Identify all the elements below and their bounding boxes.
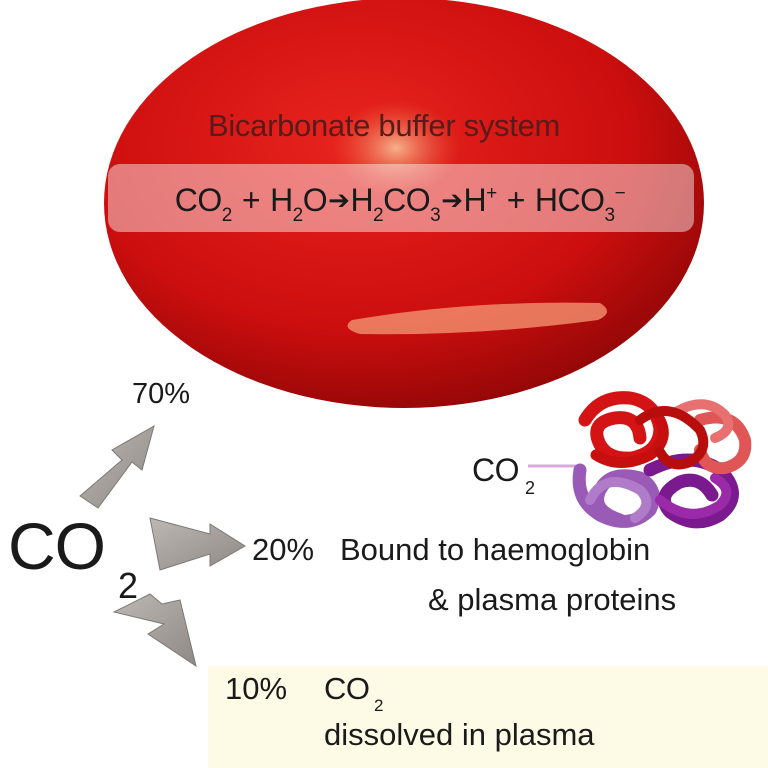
eq-arrow-right-icon-2: ➔: [441, 184, 463, 215]
hemoglobin-molecule-icon: [528, 391, 752, 529]
source-co2-label: CO: [8, 509, 106, 583]
bicarbonate-equation: CO2 + H2O ➔ H2CO3 ➔ H+ + HCO3−: [110, 170, 690, 230]
hemoglobin-co2-subscript: 2: [525, 478, 536, 498]
dissolved-percent: 10%: [225, 671, 288, 706]
bound-label-line1: Bound to haemoglobin: [340, 532, 651, 567]
rbc-highlight-bottom: [347, 302, 608, 335]
bound-label-line2: & plasma proteins: [428, 582, 677, 617]
bound-percent: 20%: [252, 532, 315, 567]
eq-plus-1: +: [241, 181, 261, 218]
eq-plus-2: +: [506, 181, 526, 218]
eq-hco3-ion: HCO3−: [534, 181, 626, 226]
arrow-to-bicarbonate-icon: [79, 424, 155, 509]
dissolved-co2-label: CO: [324, 671, 370, 706]
eq-co2: CO2: [174, 181, 233, 226]
eq-h-ion: H+: [463, 181, 498, 218]
bicarbonate-percent: 70%: [132, 378, 191, 410]
eq-arrow-right-icon-1: ➔: [328, 184, 350, 215]
eq-h2o: H2O: [270, 181, 328, 226]
dissolved-co2-subscript: 2: [374, 696, 384, 715]
dissolved-label: dissolved in plasma: [324, 717, 595, 752]
rbc-highlight-top: [332, 100, 460, 196]
arrow-to-bound-icon: [149, 517, 246, 571]
arrow-to-plasma-icon: [112, 593, 197, 668]
equation-band: [108, 164, 694, 232]
rbc-title: Bicarbonate buffer system: [207, 108, 561, 143]
plasma-box: [208, 666, 768, 768]
hemoglobin-co2-label: CO: [472, 452, 520, 488]
eq-h2co3: H2CO3: [350, 181, 441, 226]
red-blood-cell: [104, 0, 704, 408]
source-co2-subscript: 2: [118, 565, 139, 606]
